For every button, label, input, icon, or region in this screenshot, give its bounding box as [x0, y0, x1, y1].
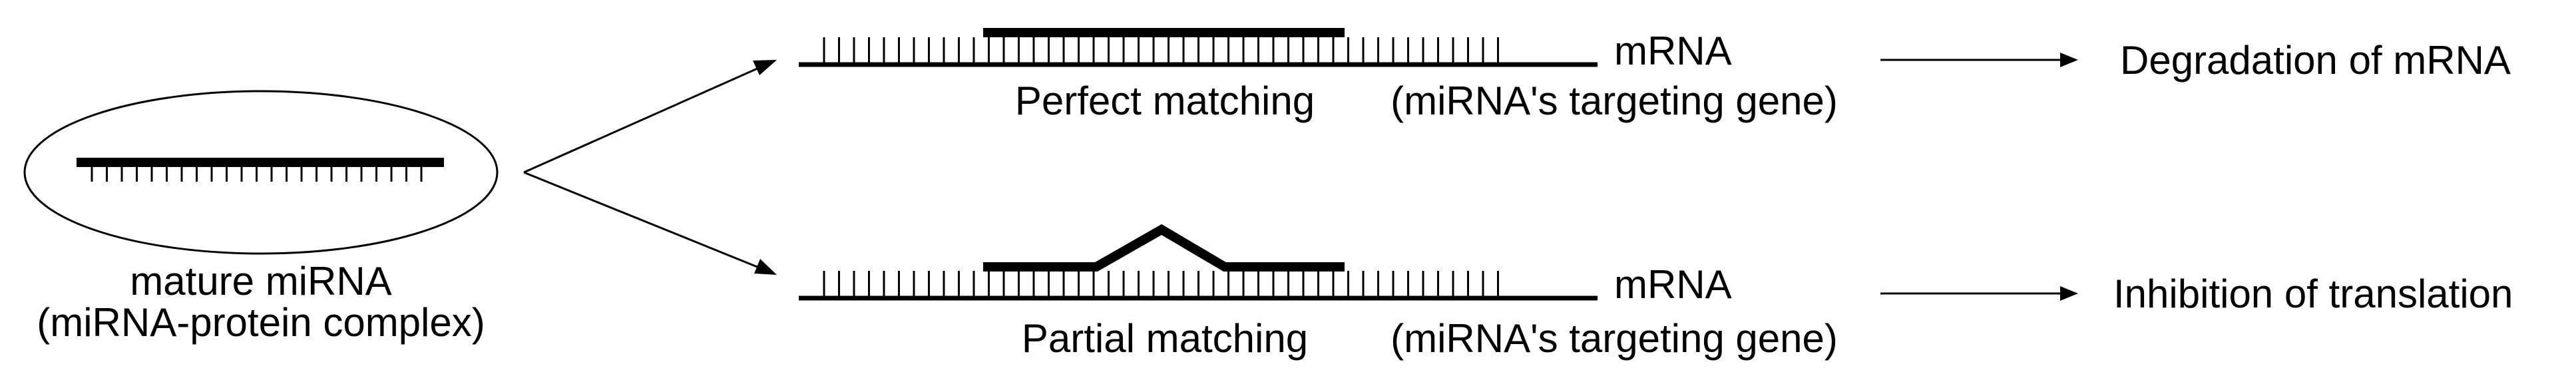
bottom-bound-mirna-with-bulge [983, 224, 1345, 272]
branch-arrow-top-head [753, 60, 777, 75]
top-outcome-arrow-head [2060, 53, 2078, 67]
bottom-gene-label: (miRNA's targeting gene) [1391, 316, 1838, 361]
top-mrna-base-ticks [823, 37, 1499, 65]
mirna-base-ticks [91, 162, 423, 182]
top-matching-label: Perfect matching [1015, 79, 1315, 123]
branch-arrow-bottom [523, 171, 759, 269]
bottom-matching-label: Partial matching [1022, 316, 1308, 361]
complex-label-line1: mature miRNA [130, 259, 391, 303]
top-outcome-label: Degradation of mRNA [2120, 38, 2511, 83]
bottom-mrna-base-ticks [823, 271, 1499, 298]
top-strand-label: mRNA [1614, 29, 1732, 73]
protein-complex-ellipse [23, 90, 499, 255]
bottom-outcome-label: Inhibition of translation [2113, 272, 2513, 316]
mirna-complex [23, 90, 499, 255]
bottom-strand-label: mRNA [1614, 262, 1732, 307]
branch-arrow-bottom-head [754, 259, 777, 275]
bottom-mrna-strand [799, 224, 1598, 301]
bottom-outcome-arrow-head [2060, 286, 2078, 301]
top-gene-label: (miRNA's targeting gene) [1391, 79, 1838, 123]
top-mrna-strand [799, 28, 1598, 67]
branch-arrow-top [523, 67, 759, 174]
complex-label-line2: (miRNA-protein complex) [37, 300, 485, 345]
